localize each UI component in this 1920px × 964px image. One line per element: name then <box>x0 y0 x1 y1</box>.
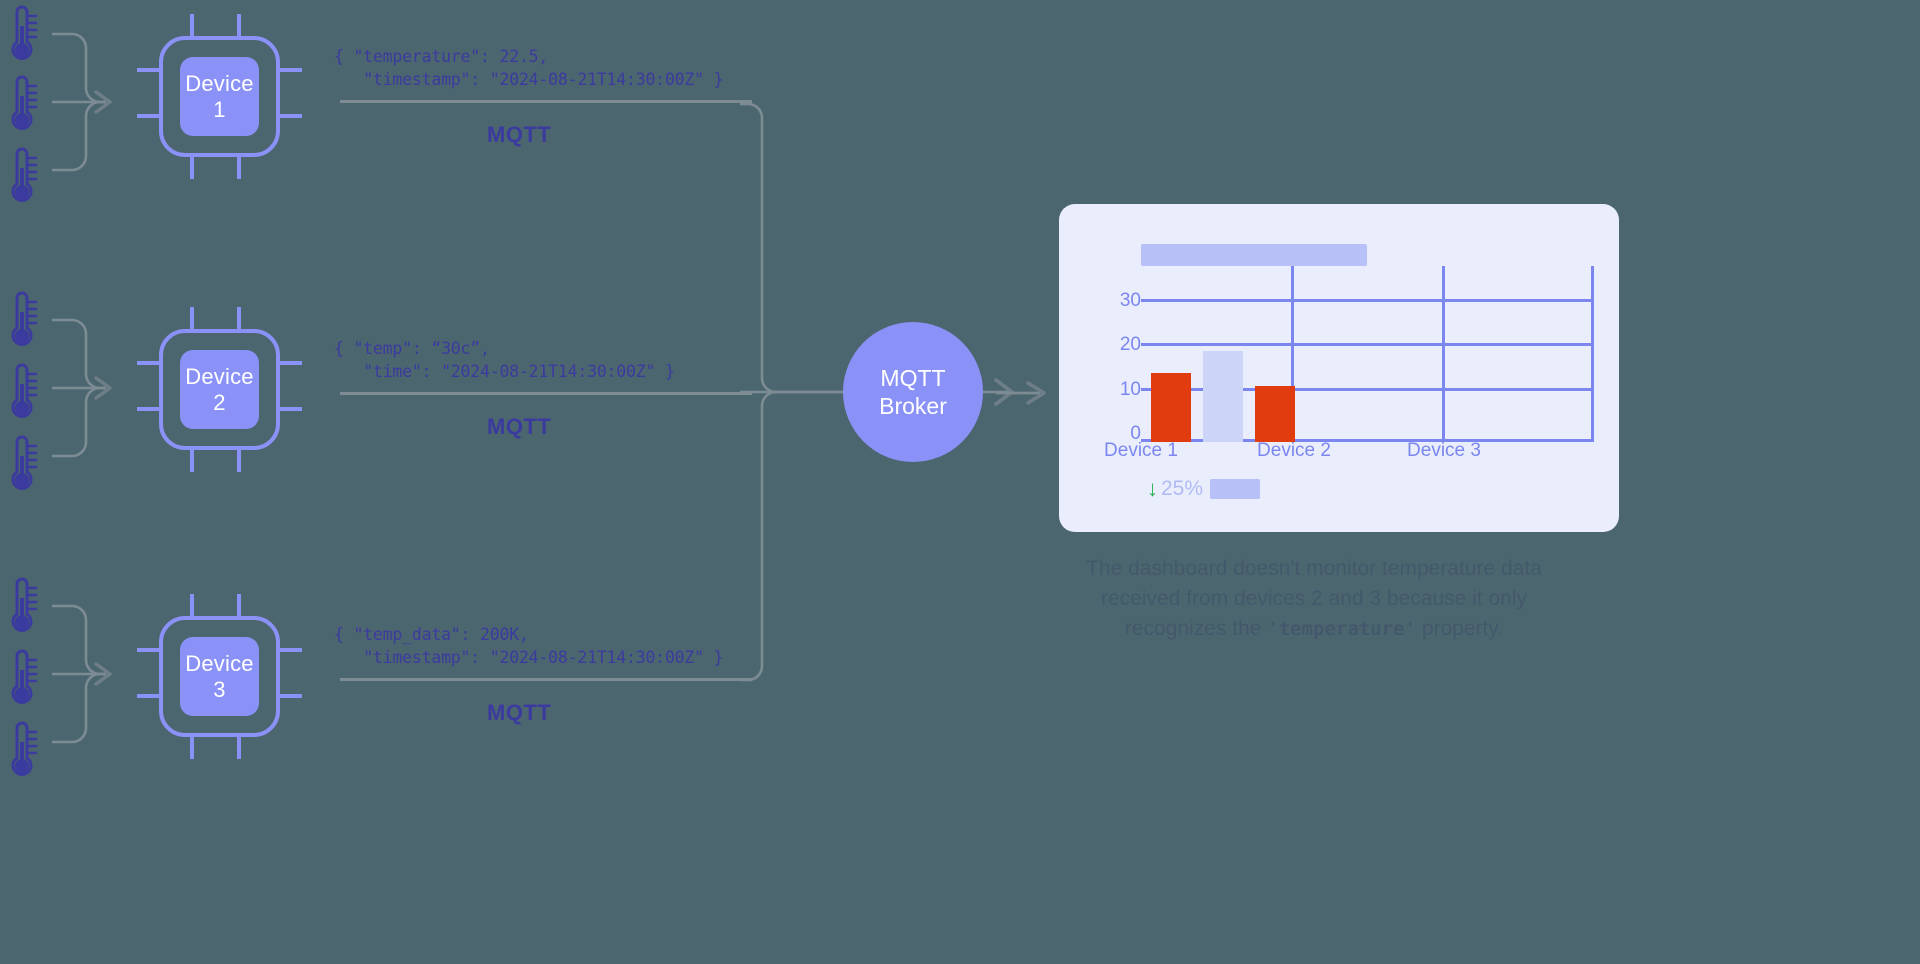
thermometer-icon <box>4 4 38 66</box>
device-chip-number: 3 <box>213 676 226 702</box>
device-chip-label: Device <box>185 70 254 96</box>
y-tick-10: 10 <box>1119 379 1141 400</box>
dashboard-caption: The dashboard doesn't monitor temperatur… <box>1049 554 1579 644</box>
bar-device1-a[interactable] <box>1151 373 1191 442</box>
bar-device1-c[interactable] <box>1255 386 1295 442</box>
delta-percent: 25% <box>1161 477 1204 500</box>
caption-code: 'temperature' <box>1267 618 1416 641</box>
y-tick-30: 30 <box>1119 290 1141 311</box>
x-axis <box>1141 439 1593 442</box>
category-separator-3 <box>1591 266 1594 442</box>
gridline-30 <box>1141 299 1593 302</box>
dashboard-card[interactable]: 30 20 10 0 Device 1 Device 2 Device 3 ↓ <box>1059 204 1619 532</box>
mqtt-link-line-2 <box>340 392 752 395</box>
caption-part-2: property. <box>1415 617 1504 641</box>
device-chip-label: Device <box>185 650 254 676</box>
thermometer-icon <box>4 434 38 496</box>
mqtt-broker-node[interactable]: MQTT Broker <box>843 322 983 462</box>
payload-json-3: { "temp_data": 200K, "timestamp": "2024-… <box>334 625 724 668</box>
device-chip-1[interactable]: Device 1 <box>137 14 302 179</box>
x-label-device-1: Device 1 <box>1104 440 1178 461</box>
delta-indicator: ↓ 25% <box>1147 476 1261 502</box>
broker-label-line1: MQTT <box>880 364 946 391</box>
device-chip-3[interactable]: Device 3 <box>137 594 302 759</box>
thermometer-icon <box>4 362 38 424</box>
category-separator-1 <box>1291 266 1294 442</box>
payload-json-2: { "temp": “30c”, "time": "2024-08-21T14:… <box>334 339 675 382</box>
thermometer-icon <box>4 576 38 638</box>
broker-label-line2: Broker <box>879 393 947 419</box>
device-chip-2[interactable]: Device 2 <box>137 307 302 472</box>
thermometer-icon <box>4 290 38 352</box>
sensor-branch-connector <box>50 594 120 759</box>
device-chip-number: 1 <box>213 96 226 122</box>
mqtt-link-line-1 <box>340 100 752 103</box>
gridline-20 <box>1141 343 1593 346</box>
x-label-device-2: Device 2 <box>1257 440 1331 461</box>
device-chip-label: Device <box>185 363 254 389</box>
caption-part-1: The dashboard doesn't monitor temperatur… <box>1086 557 1542 641</box>
dashboard-title-placeholder <box>1141 244 1367 266</box>
sensor-branch-connector <box>50 22 120 187</box>
gridline-10 <box>1141 388 1593 391</box>
delta-bar-placeholder <box>1210 479 1261 499</box>
y-tick-20: 20 <box>1119 334 1141 355</box>
arrow-down-icon: ↓ <box>1147 476 1158 501</box>
bar-chart-plot <box>1141 266 1594 442</box>
thermometer-icon <box>4 720 38 782</box>
x-label-device-3: Device 3 <box>1407 440 1481 461</box>
thermometer-icon <box>4 648 38 710</box>
bar-device1-b[interactable] <box>1203 351 1243 442</box>
device-chip-number: 2 <box>213 389 226 415</box>
broker-to-dashboard-arrow <box>996 378 1052 413</box>
protocol-label-3: MQTT <box>487 700 552 725</box>
mqtt-link-line-3 <box>340 678 752 681</box>
category-separator-2 <box>1442 266 1445 442</box>
thermometer-icon <box>4 146 38 208</box>
protocol-label-2: MQTT <box>487 414 552 439</box>
payload-json-1: { "temperature": 22.5, "timestamp": "202… <box>334 47 724 90</box>
sensor-branch-connector <box>50 308 120 473</box>
protocol-label-1: MQTT <box>487 122 552 147</box>
y-tick-0: 0 <box>1130 423 1141 444</box>
thermometer-icon <box>4 74 38 136</box>
